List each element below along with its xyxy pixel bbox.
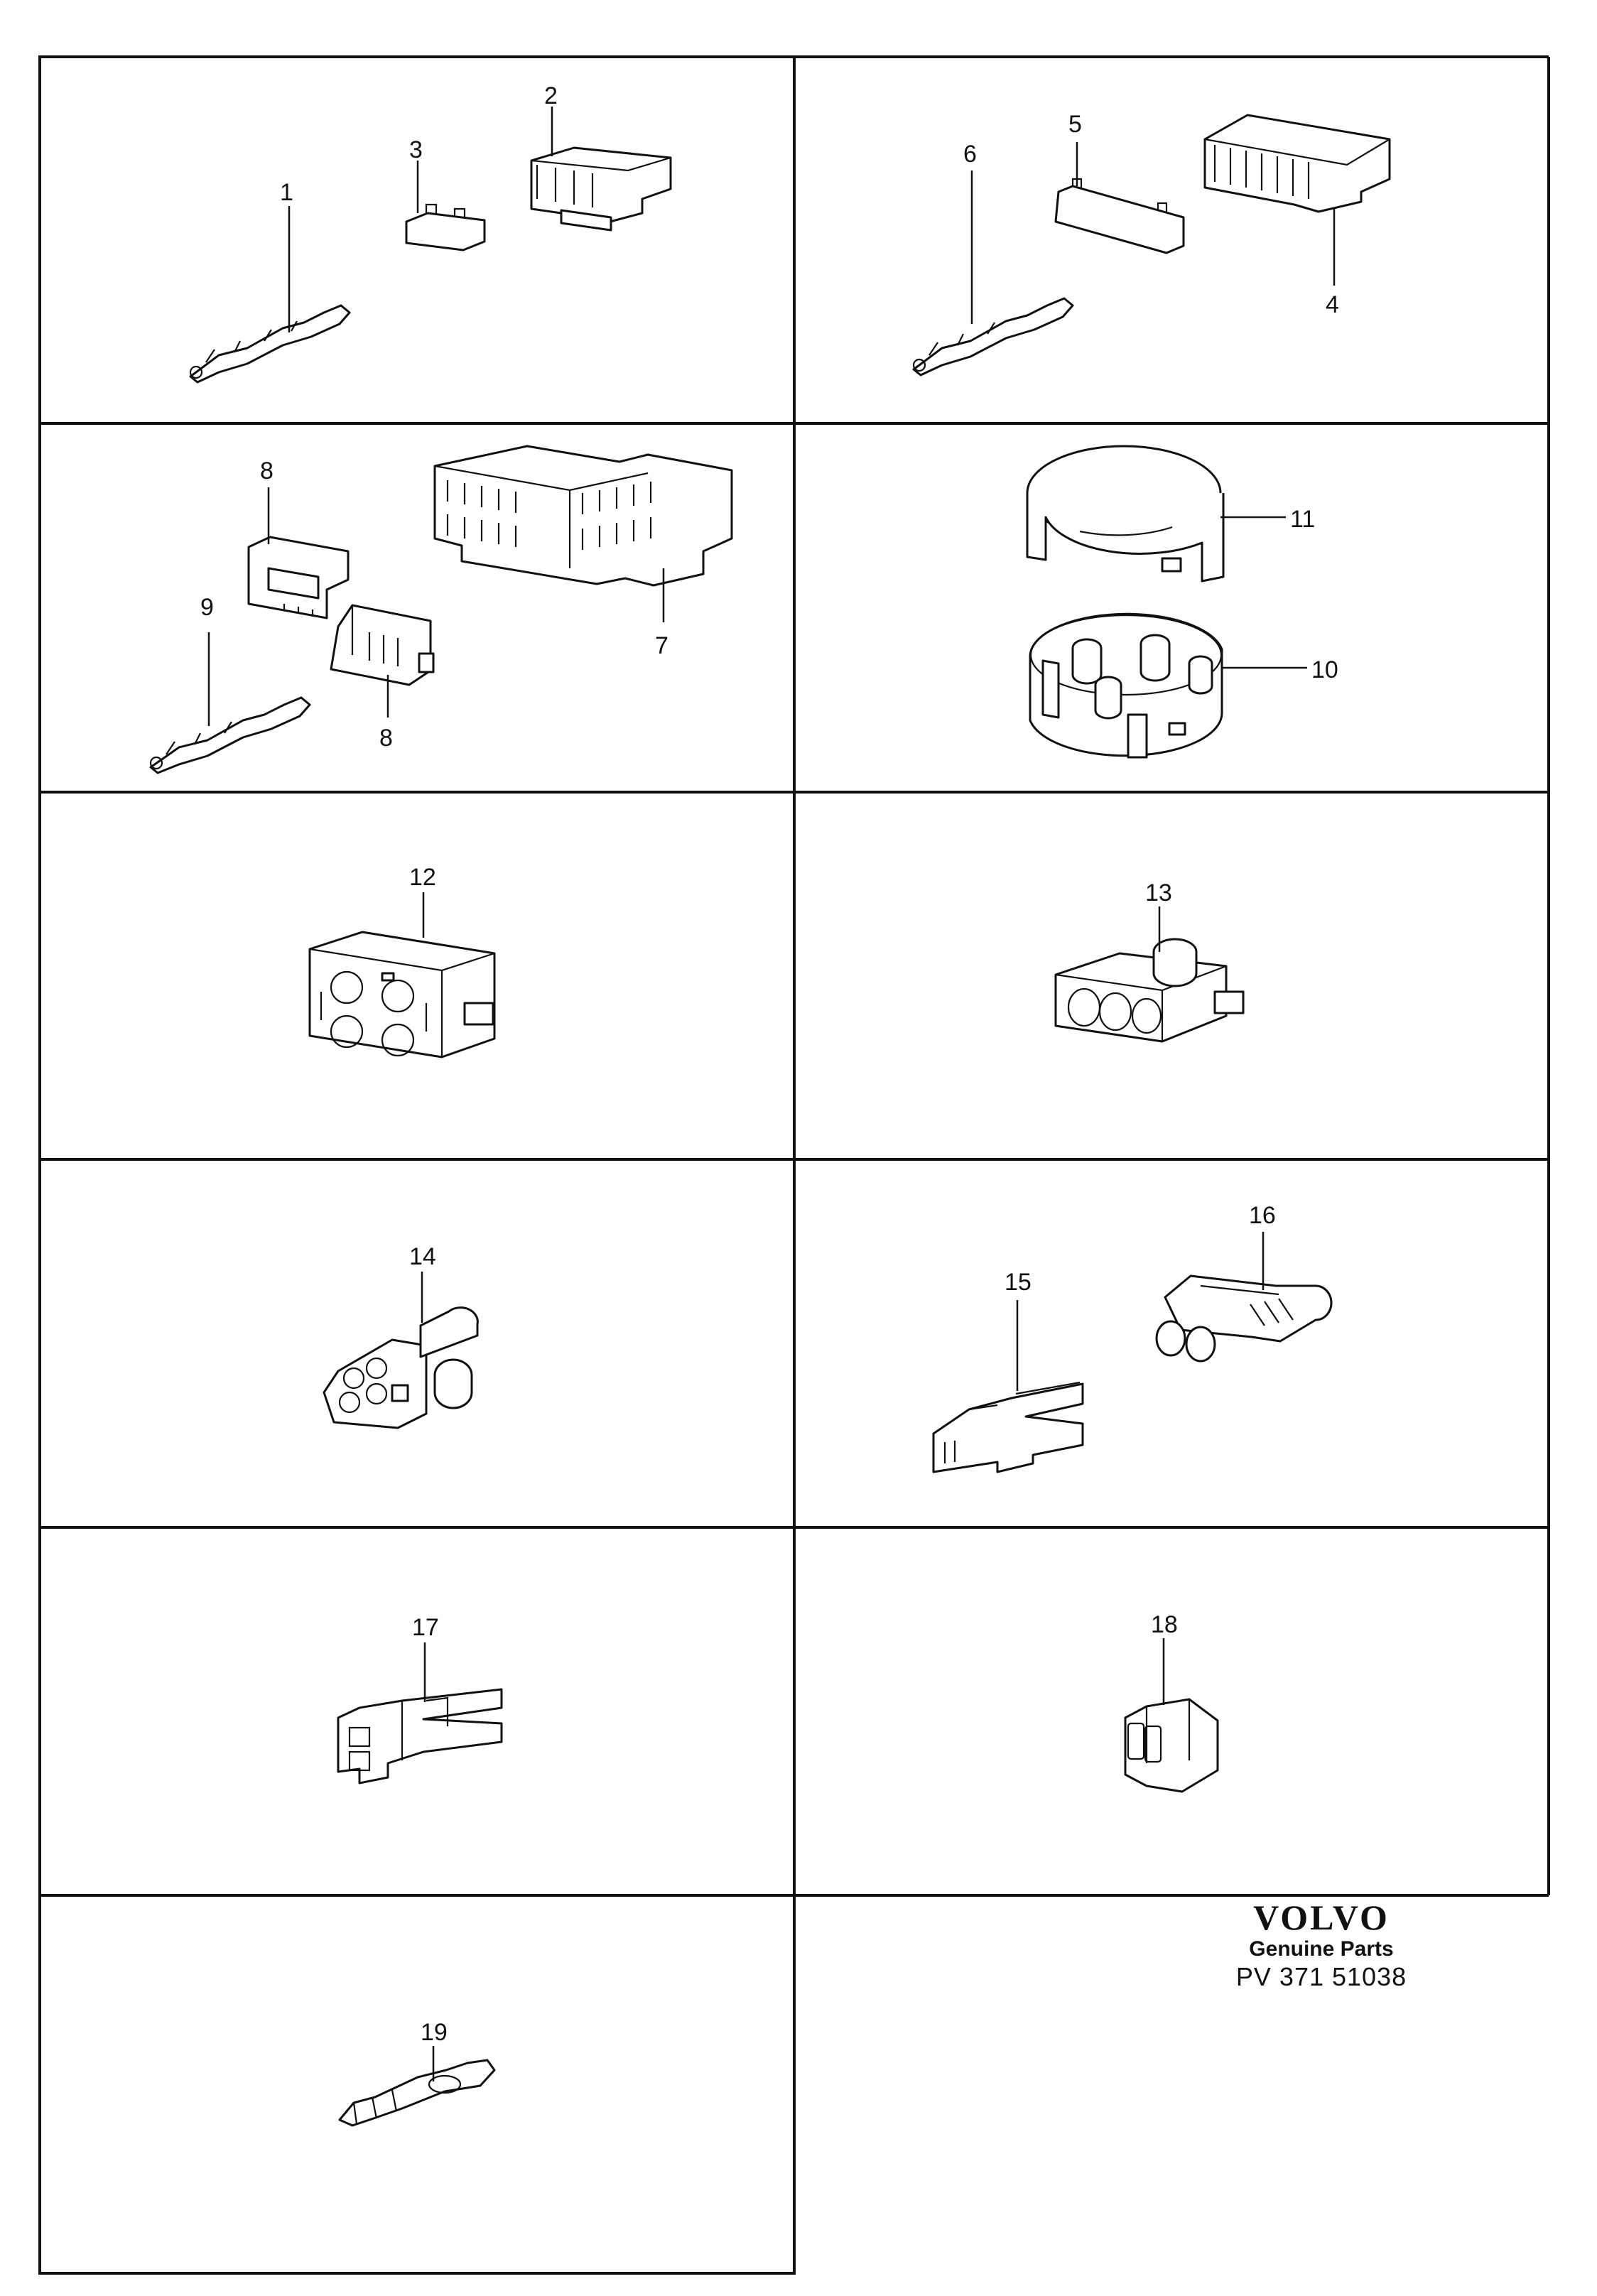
callout-18: 18 xyxy=(1151,1611,1178,1638)
callout-16: 16 xyxy=(1249,1202,1276,1229)
cell-parts-1-3: 1 2 3 xyxy=(189,82,672,384)
part-16-connector xyxy=(1155,1274,1333,1363)
part-1-terminal xyxy=(189,304,351,384)
callout-9: 9 xyxy=(200,594,214,621)
cell-parts-7-9: 7 8 8 9 xyxy=(149,445,733,774)
diagram-code: PV 371 51038 xyxy=(1235,1962,1407,1991)
callout-19: 19 xyxy=(421,2019,448,2046)
part-2-connector-housing xyxy=(530,146,672,232)
callout-8a: 8 xyxy=(260,457,274,484)
footer-brand-block: VOLVO Genuine Parts PV 371 51038 xyxy=(1201,1898,1442,1992)
part-9-terminal xyxy=(149,696,311,774)
cell-part-17: 17 xyxy=(337,1614,503,1785)
callout-14: 14 xyxy=(409,1243,436,1270)
cell-part-12: 12 xyxy=(308,864,496,1058)
cell-part-13: 13 xyxy=(1054,879,1245,1043)
part-14-connector xyxy=(323,1306,479,1429)
part-8-lower-lock xyxy=(330,604,435,686)
part-18-plug xyxy=(1124,1698,1219,1793)
part-5-lock-strip xyxy=(1054,178,1185,254)
part-19-terminal xyxy=(338,2059,496,2127)
callout-2: 2 xyxy=(544,82,558,109)
cell-part-14: 14 xyxy=(323,1243,479,1429)
part-12-connector xyxy=(308,931,496,1058)
cell-parts-15-16: 15 16 xyxy=(932,1202,1333,1473)
part-8-upper-lock xyxy=(247,536,350,619)
cell-parts-10-11: 11 10 xyxy=(1026,445,1338,759)
cell-parts-4-6: 4 5 6 xyxy=(912,111,1391,377)
cell-part-19: 19 xyxy=(338,2019,496,2127)
part-7-multi-connector xyxy=(433,445,733,587)
callout-17: 17 xyxy=(412,1614,439,1641)
callout-5: 5 xyxy=(1068,111,1082,138)
callout-10: 10 xyxy=(1311,656,1338,683)
brand-logo: VOLVO xyxy=(1253,1897,1390,1937)
part-11-round-cover xyxy=(1026,445,1225,583)
part-3-lock-clip xyxy=(405,203,486,251)
grid-frame xyxy=(38,55,1550,2275)
callout-13: 13 xyxy=(1145,879,1172,906)
cell-part-18: 18 xyxy=(1124,1611,1219,1793)
callout-3: 3 xyxy=(409,136,423,163)
callout-6: 6 xyxy=(963,141,977,168)
part-6-terminal xyxy=(912,297,1074,377)
callout-12: 12 xyxy=(409,864,436,891)
callout-11: 11 xyxy=(1290,506,1315,533)
part-13-connector xyxy=(1054,938,1245,1043)
callout-4: 4 xyxy=(1326,291,1339,318)
callout-15: 15 xyxy=(1005,1269,1032,1296)
part-10-base-housing xyxy=(1029,612,1223,759)
part-17-connector xyxy=(337,1688,503,1785)
brand-tagline: Genuine Parts xyxy=(1249,1937,1394,1961)
callout-7: 7 xyxy=(655,632,668,659)
callout-1: 1 xyxy=(280,179,293,206)
part-4-connector-housing xyxy=(1203,114,1391,213)
part-15-connector xyxy=(932,1381,1084,1473)
callout-8b: 8 xyxy=(379,725,393,752)
